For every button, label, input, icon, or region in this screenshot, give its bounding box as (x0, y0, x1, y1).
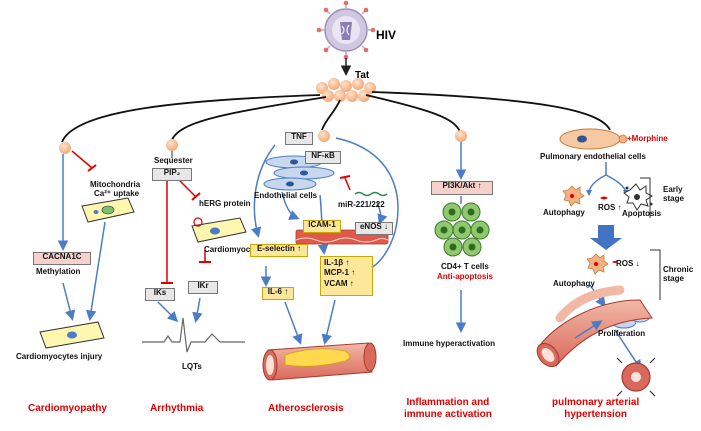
tat-protein-cluster-icon (316, 78, 376, 102)
lqts-label: LQTs (182, 362, 202, 371)
hiv-label: HIV (376, 28, 396, 42)
autophagy-early-label: Autophagy (543, 208, 585, 217)
methylation-to-injury-arrow (62, 282, 76, 321)
pulmonary-endothelial-cell-icon (559, 128, 628, 150)
herg-protein-label: hERG protein (199, 199, 251, 208)
chronic-stage-bracket (650, 249, 661, 300)
apoptosis-label: Apoptosis (622, 209, 662, 218)
occluded-vessel-icon (616, 357, 656, 397)
ros-down-label: ROS ↓ (616, 259, 640, 268)
branch-lines (61, 91, 611, 143)
mirna-inhibit (344, 177, 351, 191)
ros-up-label: ROS ↑ (598, 203, 622, 212)
il6-to-vessel-arrow (284, 301, 303, 345)
immune-hyperactivation-label: Immune hyperactivation (403, 339, 496, 348)
nfkb-to-icam-arrow (281, 191, 300, 220)
inflammation-label: Inflammation and immune activation (404, 397, 492, 420)
icam1-box: ICAM-1 (303, 220, 341, 233)
cardiomyocytes-label: Cardiomyocytes (204, 245, 267, 254)
mito-inhibit-line (71, 150, 93, 169)
cacna1c-box: CACNA1C (33, 252, 91, 265)
pip2-to-herg-inhibit (179, 180, 197, 198)
mirna-label: miR-221/222 (338, 200, 385, 209)
ikr-box: IKr (188, 281, 218, 294)
cardiomyocyte-cell-icon (81, 197, 135, 223)
pi3k-akt-box: PI3K/Akt ↑ (431, 181, 493, 195)
hiv-virion-icon (316, 0, 376, 60)
endothelial-cells-label: Endothelial cells (254, 191, 318, 200)
early-stage-bracket (640, 177, 651, 218)
atherosclerosis-label: Atherosclerosis (268, 403, 344, 414)
pah-label: pulmonary arterial hypertension (552, 397, 640, 420)
pulmonary-endothelial-cells-label: Pulmonary endothelial cells (540, 152, 646, 161)
ikr-to-ecg-arrow (192, 297, 203, 323)
stage-progression-arrow (590, 225, 622, 250)
eselectin-box: E-selectin ↑ (250, 244, 308, 257)
pip2-box: PIP₂ (152, 168, 192, 181)
iks-to-ecg-arrow (157, 301, 179, 323)
mito-to-injury-arrow (85, 221, 106, 321)
arrhythmia-label: Arrhythmia (150, 403, 204, 414)
chronic-stage-label: Chronic stage (663, 265, 694, 283)
proliferation-label: Proliferation (598, 329, 646, 338)
injured-cardiomyocyte-icon (39, 321, 105, 349)
tat-branch-dots (59, 130, 467, 154)
cytokines-box: IL-1β ↑ MCP-1 ↑ VCAM ↑ (320, 256, 373, 296)
mirna-strand-icon (354, 191, 388, 197)
arrhythmia-cardiomyocyte-icon (191, 217, 247, 243)
iks-box: IKs (145, 288, 175, 301)
anti-apoptosis-label: Anti-apoptosis (437, 272, 493, 281)
apoptosis-cell-icon (623, 183, 653, 211)
cardiomyopathy-label: Cardiomyopathy (28, 403, 107, 414)
tat-to-adhesion-arrow (335, 137, 399, 277)
sequester-label: Sequester (154, 156, 193, 165)
artery-to-proliferation-arrow (574, 320, 603, 339)
autophagy-cell-icon-2 (586, 253, 609, 275)
nfkb-box: NF-κB (305, 151, 341, 164)
methylation-label: Methylation (36, 267, 81, 276)
tat-label: Tat (355, 70, 370, 81)
cd4-t-cells-icon (434, 202, 490, 257)
mirna-to-enos-arrow (376, 201, 388, 225)
autophagy-cell-icon-1 (562, 185, 585, 207)
proliferation-to-vessel-arrow (614, 329, 642, 371)
morphine-label: +Morphine (627, 134, 668, 143)
cardiomyocytes-injury-label: Cardiomyocytes injury (16, 352, 103, 361)
mitochondria-label: Mitochondria Ca²⁺ uptake (90, 180, 141, 198)
cytokines-to-vessel-arrow (321, 299, 336, 345)
cd4-t-cells-label: CD4+ T cells (441, 262, 489, 271)
early-stage-label: Early stage (663, 185, 684, 203)
atherosclerotic-vessel-icon (262, 342, 377, 381)
tnf-box: TNF (285, 132, 313, 145)
pulmonary-artery-icon (536, 285, 653, 368)
tnf-to-eselectin-arrow (250, 144, 276, 238)
il6-box: IL-6 ↑ (262, 287, 294, 300)
autophagy-chronic-label: Autophagy (553, 279, 595, 288)
ecg-trace-icon (142, 317, 245, 353)
ros-burst-icon (600, 196, 608, 200)
pec-branch-arrows (588, 162, 627, 193)
enos-box: eNOS ↓ (355, 222, 393, 235)
